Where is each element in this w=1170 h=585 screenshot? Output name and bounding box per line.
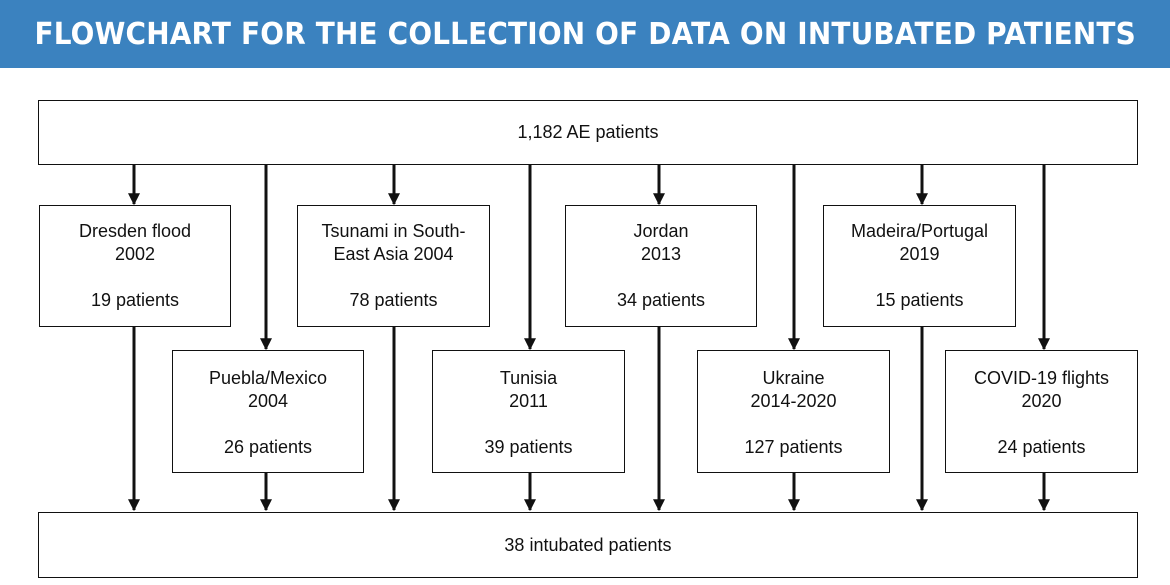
- event-box-covid: COVID-19 flights 2020 24 patients: [945, 350, 1138, 473]
- event-name: Dresden flood 2002: [78, 221, 192, 264]
- event-box-jordan: Jordan 2013 34 patients: [565, 205, 757, 327]
- event-count: 34 patients: [616, 290, 706, 310]
- event-box-tsunami: Tsunami in South- East Asia 2004 78 pati…: [297, 205, 490, 327]
- event-count: 24 patients: [997, 437, 1086, 457]
- event-count: 19 patients: [90, 290, 180, 310]
- event-count: 78 patients: [349, 290, 438, 310]
- target-label: 38 intubated patients: [504, 534, 672, 555]
- event-name: Puebla/Mexico 2004: [208, 368, 328, 411]
- event-count: 26 patients: [223, 437, 313, 457]
- event-count: 15 patients: [875, 290, 964, 310]
- flowchart-title: FLOWCHART FOR THE COLLECTION OF DATA ON …: [34, 16, 1136, 52]
- event-name: Tunisia 2011: [499, 368, 558, 411]
- event-name: Ukraine 2014-2020: [750, 368, 837, 411]
- source-label: 1,182 AE patients: [517, 122, 659, 142]
- event-count: 127 patients: [744, 437, 843, 457]
- source-box: 1,182 AE patients: [38, 100, 1138, 165]
- title-banner: FLOWCHART FOR THE COLLECTION OF DATA ON …: [0, 0, 1170, 68]
- target-box: 38 intubated patients: [38, 512, 1138, 578]
- event-name: Jordan 2013: [633, 221, 689, 264]
- event-name: COVID-19 flights 2020: [973, 368, 1110, 411]
- event-box-madeira: Madeira/Portugal 2019 15 patients: [823, 205, 1016, 327]
- event-name: Tsunami in South- East Asia 2004: [321, 221, 466, 264]
- event-box-dresden: Dresden flood 2002 19 patients: [39, 205, 231, 327]
- event-box-tunisia: Tunisia 2011 39 patients: [432, 350, 625, 473]
- event-name: Madeira/Portugal 2019: [850, 221, 989, 264]
- event-count: 39 patients: [484, 437, 573, 457]
- event-box-puebla: Puebla/Mexico 2004 26 patients: [172, 350, 364, 473]
- event-box-ukraine: Ukraine 2014-2020 127 patients: [697, 350, 890, 473]
